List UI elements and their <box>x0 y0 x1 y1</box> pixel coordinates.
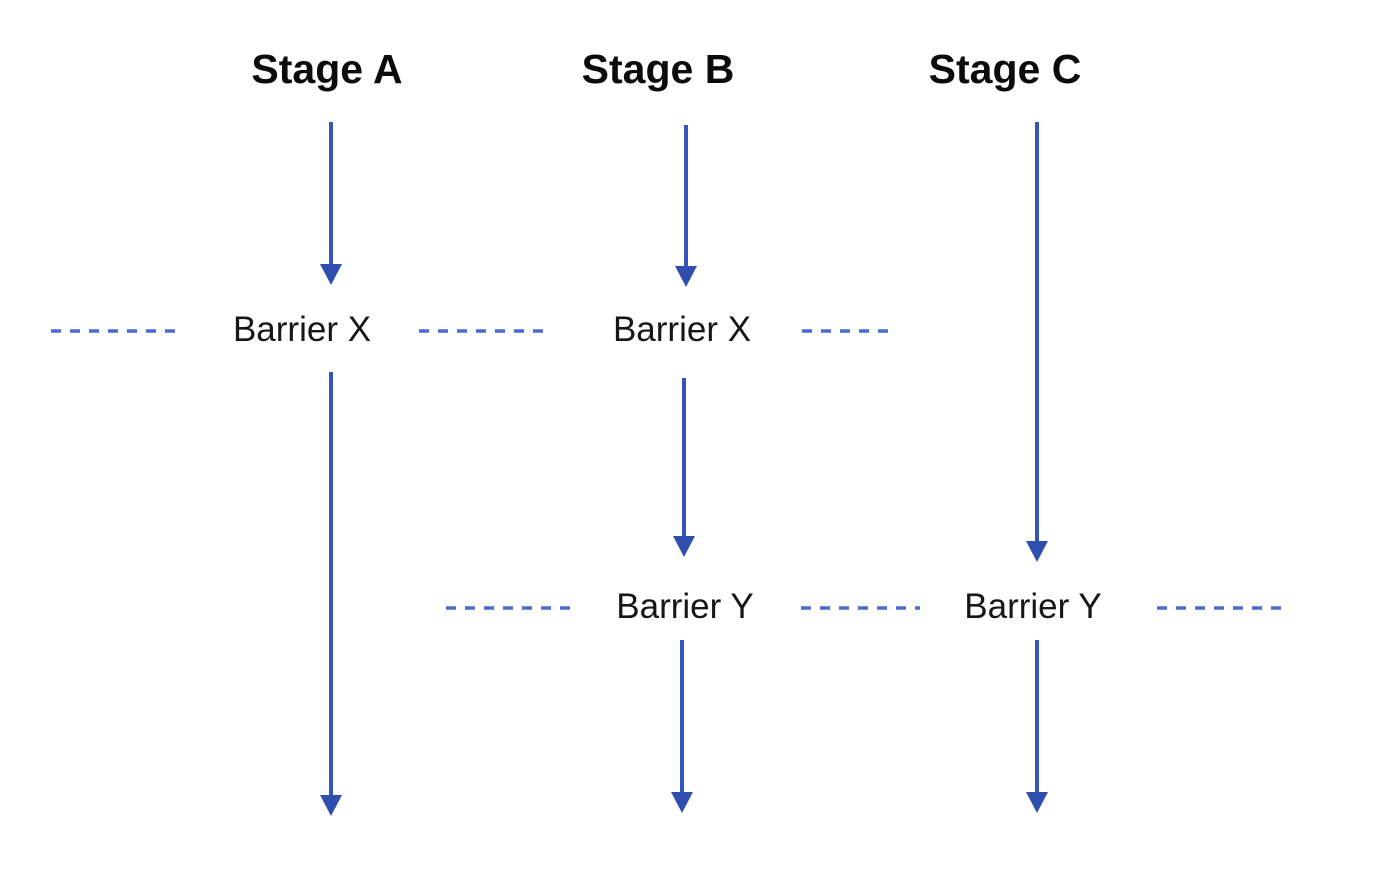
stage-c-arrow-bottom <box>1026 640 1048 813</box>
barrier-x-label-2: Barrier X <box>612 310 752 349</box>
barrier-y-label-2: Barrier Y <box>964 587 1102 626</box>
stage-b-label: Stage B <box>581 46 735 92</box>
stage-b-arrow-middle <box>673 378 695 557</box>
stage-a-label: Stage A <box>251 46 403 92</box>
stage-b-arrow-bottom <box>671 640 693 813</box>
stage-a-arrow-bottom-head <box>320 795 342 816</box>
stage-c-arrow-bottom-head <box>1026 792 1048 813</box>
stage-a-arrow-bottom <box>320 372 342 816</box>
stage-a-arrow-top-head <box>320 264 342 285</box>
barrier-x-label-1: Barrier X <box>232 310 372 349</box>
stage-a-arrow-top <box>320 122 342 285</box>
stage-c-arrow-top-head <box>1026 541 1048 562</box>
barrier-y-label-1: Barrier Y <box>616 587 754 626</box>
stage-c-arrow-top <box>1026 122 1048 562</box>
stage-b-arrow-top-head <box>675 266 697 287</box>
stage-c-label: Stage C <box>928 46 1082 92</box>
stage-b-arrow-top <box>675 125 697 287</box>
stage-b-arrow-middle-head <box>673 536 695 557</box>
stage-b-arrow-bottom-head <box>671 792 693 813</box>
